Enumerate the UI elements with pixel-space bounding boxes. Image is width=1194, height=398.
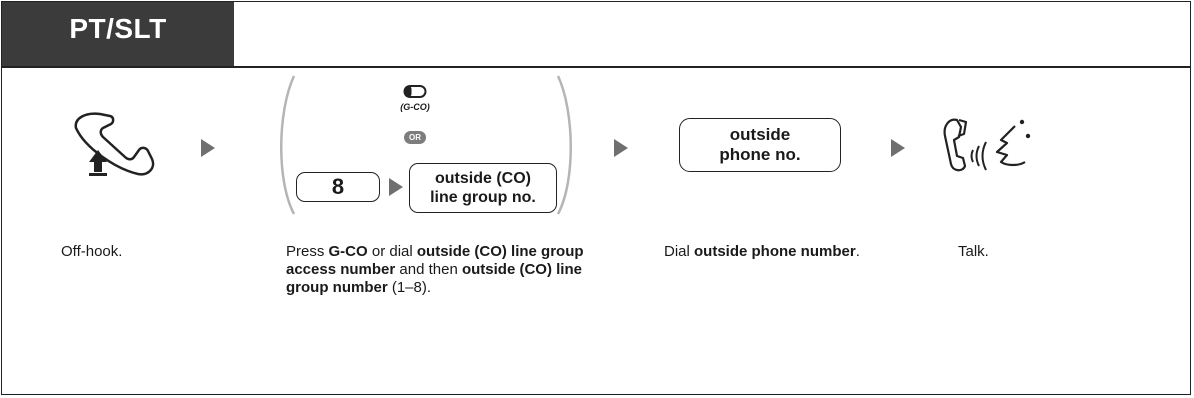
off-hook-handset-icon xyxy=(74,112,155,176)
caption-bold-text: G-CO xyxy=(328,243,368,260)
line-group-box-line-2: line group no. xyxy=(430,189,536,206)
key-8-label: 8 xyxy=(331,174,345,199)
caption-talk: Talk. xyxy=(958,243,1078,261)
caption-bold-text: outside (CO) line group number xyxy=(286,261,582,296)
caption-text: (1–8). xyxy=(387,279,432,296)
phone-box-line-2: phone no. xyxy=(719,145,801,164)
header-title: PT/SLT xyxy=(69,13,167,44)
g-co-button-icon xyxy=(403,85,427,98)
caption-dial-outside-number: Dial outside phone number. xyxy=(664,243,864,261)
option-brackets xyxy=(280,75,572,215)
caption-bold-text: outside phone number xyxy=(694,243,856,260)
caption-text: or dial xyxy=(367,243,417,260)
caption-off-hook: Off-hook. xyxy=(61,243,231,261)
talk-icon xyxy=(943,118,1031,172)
caption-text: and then xyxy=(395,261,462,278)
line-group-no-box: outside (CO) line group no. xyxy=(409,163,557,213)
caption-text: Dial xyxy=(664,243,695,260)
header-divider xyxy=(2,66,1190,68)
caption-press-g-co: Press G-CO or dial outside (CO) line gro… xyxy=(286,243,586,297)
flow-arrow-3 xyxy=(891,139,905,157)
phone-box-line-1: outside xyxy=(729,125,791,144)
flow-arrow-1 xyxy=(201,139,215,157)
flow-arrow-inner xyxy=(389,178,403,196)
key-8-box: 8 xyxy=(296,172,380,202)
flow-arrow-2 xyxy=(614,139,628,157)
caption-text: Talk. xyxy=(958,243,989,260)
g-co-label: (G-CO) xyxy=(400,102,430,112)
header-tab: PT/SLT xyxy=(2,2,234,66)
caption-text: Off-hook. xyxy=(61,243,123,260)
caption-text: Press xyxy=(286,243,329,260)
line-group-box-line-1: outside (CO) xyxy=(435,170,531,187)
outside-phone-no-box: outside phone no. xyxy=(679,118,841,172)
caption-text: . xyxy=(855,243,860,260)
caption-bold-text: outside (CO) line group access number xyxy=(286,243,584,278)
or-badge: OR xyxy=(404,131,426,144)
